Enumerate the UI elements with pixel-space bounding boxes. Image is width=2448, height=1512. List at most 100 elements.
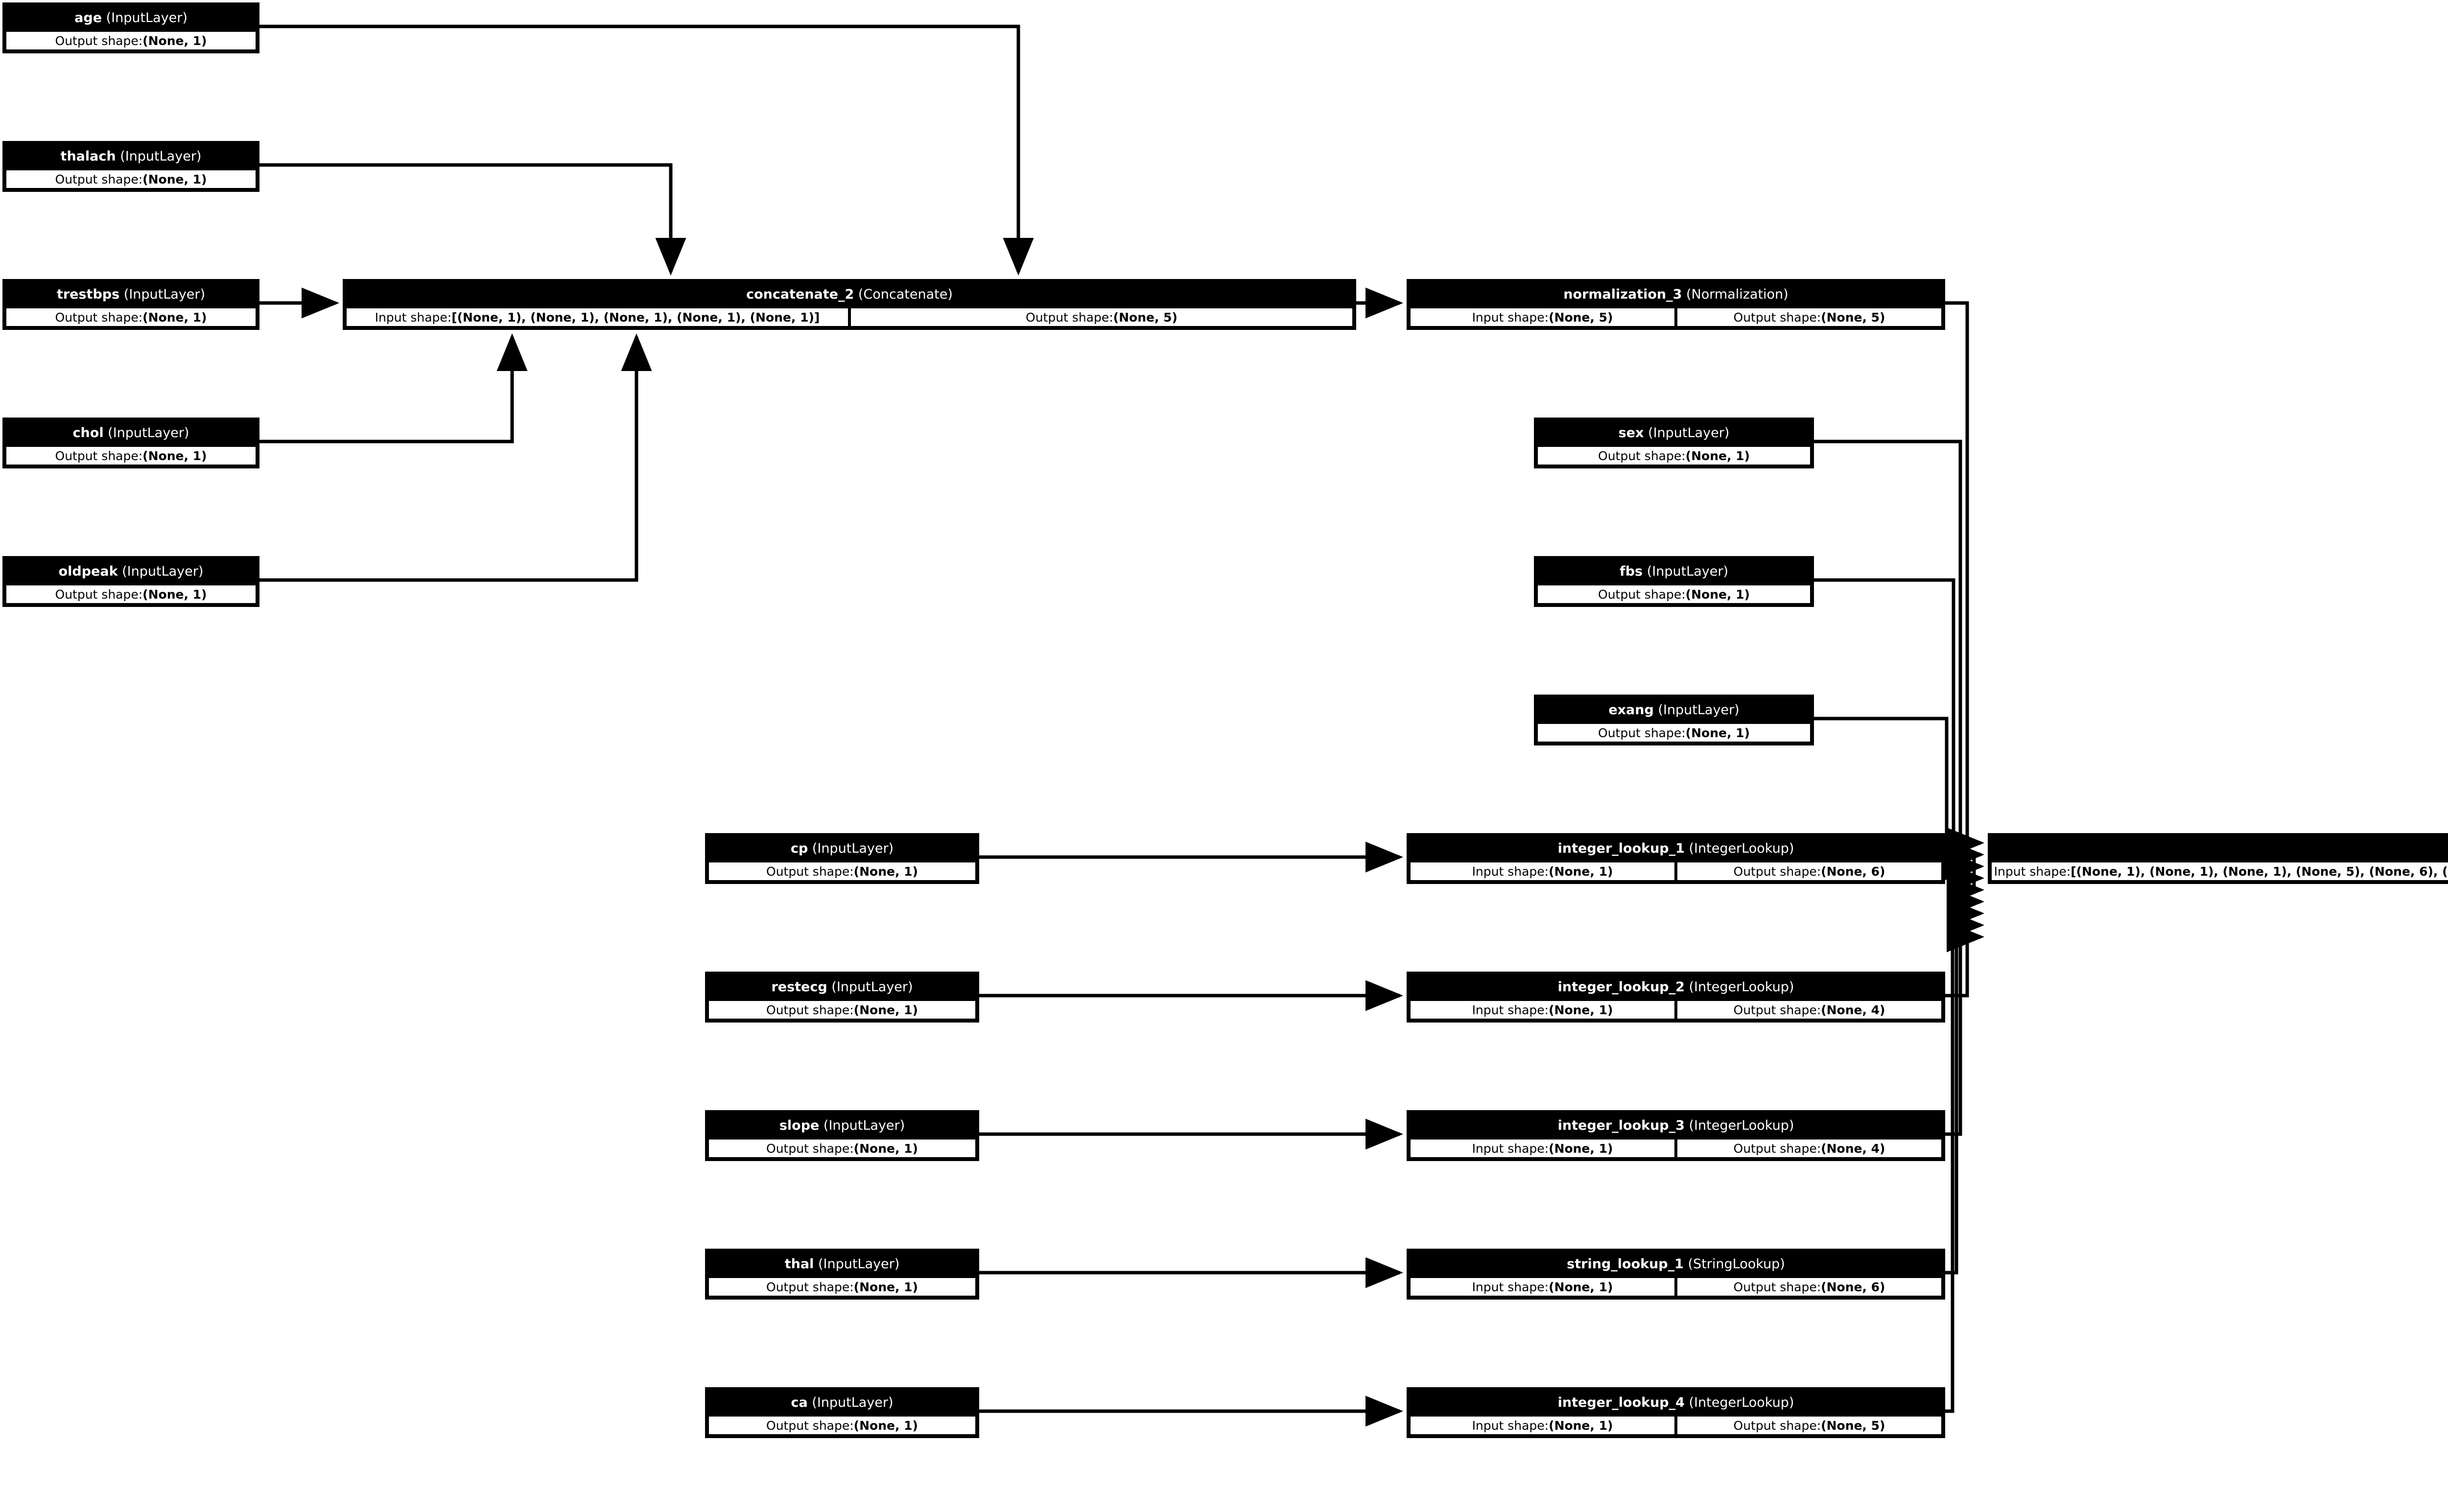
graph-node-ca[interactable]: ca (InputLayer) Output shape: (None, 1): [705, 1387, 979, 1438]
output-shape-value: (None, 1): [1685, 448, 1750, 463]
node-name-slope: slope: [779, 1117, 820, 1133]
output-shape-cell-slope: Output shape: (None, 1): [707, 1138, 977, 1159]
graph-node-exang[interactable]: exang (InputLayer) Output shape: (None, …: [1534, 695, 1814, 745]
output-shape-cell-restecg: Output shape: (None, 1): [707, 1000, 977, 1020]
node-class-trestbps: (InputLayer): [123, 286, 206, 302]
output-shape-cell-trestbps: Output shape: (None, 1): [5, 307, 257, 327]
node-name-exang: exang: [1608, 702, 1654, 718]
output-shape-value: (None, 5): [1113, 310, 1177, 325]
output-shape-label: Output shape:: [766, 1279, 854, 1294]
node-shapes: Output shape: (None, 1): [707, 861, 977, 882]
node-title-exang: exang (InputLayer): [1536, 697, 1812, 722]
graph-node-integer_lookup_3[interactable]: integer_lookup_3 (IntegerLookup) Input s…: [1407, 1110, 1945, 1161]
output-shape-label: Output shape:: [766, 1002, 854, 1017]
node-name-trestbps: trestbps: [56, 286, 120, 302]
node-class-restecg: (InputLayer): [831, 979, 913, 995]
input-shape-value: (None, 1): [1549, 1279, 1613, 1294]
graph-node-normalization_3[interactable]: normalization_3 (Normalization) Input sh…: [1407, 279, 1945, 330]
output-shape-label: Output shape:: [1733, 864, 1821, 879]
input-shape-cell-string_lookup_1: Input shape: (None, 1): [1409, 1277, 1676, 1297]
node-title-sex: sex (InputLayer): [1536, 420, 1812, 445]
node-name-integer_lookup_3: integer_lookup_3: [1557, 1117, 1685, 1133]
node-name-age: age: [74, 10, 102, 25]
node-class-ca: (InputLayer): [812, 1395, 894, 1410]
output-shape-label: Output shape:: [55, 33, 143, 48]
output-shape-cell-string_lookup_1: Output shape: (None, 6): [1676, 1277, 1943, 1297]
graph-node-restecg[interactable]: restecg (InputLayer) Output shape: (None…: [705, 972, 979, 1023]
node-name-thalach: thalach: [60, 148, 116, 164]
node-title-integer_lookup_3: integer_lookup_3 (IntegerLookup): [1409, 1113, 1943, 1138]
input-shape-cell-integer_lookup_2: Input shape: (None, 1): [1409, 1000, 1676, 1020]
node-shapes: Output shape: (None, 1): [707, 1415, 977, 1436]
node-name-string_lookup_1: string_lookup_1: [1567, 1256, 1684, 1272]
graph-node-integer_lookup_4[interactable]: integer_lookup_4 (IntegerLookup) Input s…: [1407, 1387, 1945, 1438]
output-shape-cell-oldpeak: Output shape: (None, 1): [5, 584, 257, 605]
output-shape-label: Output shape:: [1733, 1002, 1821, 1017]
node-shapes: Input shape: [(None, 1), (None, 1), (Non…: [345, 307, 1354, 327]
node-shapes: Output shape: (None, 1): [707, 1277, 977, 1297]
graph-node-fbs[interactable]: fbs (InputLayer) Output shape: (None, 1): [1534, 556, 1814, 607]
node-title-slope: slope (InputLayer): [707, 1113, 977, 1138]
graph-node-string_lookup_1[interactable]: string_lookup_1 (StringLookup) Input sha…: [1407, 1249, 1945, 1300]
graph-edge: [1945, 855, 1984, 906]
node-shapes: Output shape: (None, 1): [1536, 445, 1812, 466]
graph-node-trestbps[interactable]: trestbps (InputLayer) Output shape: (Non…: [2, 279, 259, 330]
output-shape-label: Output shape:: [1733, 310, 1821, 325]
input-shape-value: (None, 1): [1549, 1418, 1613, 1433]
graph-node-sex[interactable]: sex (InputLayer) Output shape: (None, 1): [1534, 418, 1814, 468]
node-class-integer_lookup_1: (IntegerLookup): [1689, 840, 1794, 856]
node-shapes: Output shape: (None, 1): [707, 1138, 977, 1159]
graph-node-thal[interactable]: thal (InputLayer) Output shape: (None, 1…: [705, 1249, 979, 1300]
graph-node-chol[interactable]: chol (InputLayer) Output shape: (None, 1…: [2, 418, 259, 468]
output-shape-cell-integer_lookup_1: Output shape: (None, 6): [1676, 861, 1943, 882]
node-name-thal: thal: [784, 1256, 814, 1272]
input-shape-cell-integer_lookup_1: Input shape: (None, 1): [1409, 861, 1676, 882]
node-class-thal: (InputLayer): [818, 1256, 900, 1272]
input-shape-value: (None, 1): [1549, 1002, 1613, 1017]
graph-node-concatenate_3[interactable]: concatenate_3 (Concatenate) Input shape:…: [1988, 833, 2448, 884]
graph-edge: [259, 24, 1034, 276]
input-shape-value: [(None, 1), (None, 1), (None, 1), (None,…: [2071, 864, 2448, 879]
graph-node-integer_lookup_1[interactable]: integer_lookup_1 (IntegerLookup) Input s…: [1407, 833, 1945, 884]
graph-node-age[interactable]: age (InputLayer) Output shape: (None, 1): [2, 2, 259, 53]
input-shape-label: Input shape:: [1472, 1141, 1549, 1156]
graph-node-concatenate_2[interactable]: concatenate_2 (Concatenate) Input shape:…: [343, 279, 1356, 330]
output-shape-label: Output shape:: [55, 310, 143, 325]
input-shape-value: (None, 5): [1549, 310, 1613, 325]
node-shapes: Output shape: (None, 1): [5, 307, 257, 327]
output-shape-cell-integer_lookup_4: Output shape: (None, 5): [1676, 1415, 1943, 1436]
node-shapes: Input shape: (None, 5)Output shape: (Non…: [1409, 307, 1943, 327]
node-title-cp: cp (InputLayer): [707, 836, 977, 861]
output-shape-cell-ca: Output shape: (None, 1): [707, 1415, 977, 1436]
node-class-fbs: (InputLayer): [1647, 563, 1728, 579]
graph-node-slope[interactable]: slope (InputLayer) Output shape: (None, …: [705, 1110, 979, 1161]
output-shape-value: (None, 1): [853, 1002, 918, 1017]
graph-node-cp[interactable]: cp (InputLayer) Output shape: (None, 1): [705, 833, 979, 884]
output-shape-cell-chol: Output shape: (None, 1): [5, 445, 257, 466]
output-shape-value: (None, 1): [853, 1418, 918, 1433]
output-shape-cell-age: Output shape: (None, 1): [5, 30, 257, 51]
node-title-trestbps: trestbps (InputLayer): [5, 281, 257, 307]
node-class-sex: (InputLayer): [1648, 425, 1730, 441]
node-class-age: (InputLayer): [106, 10, 188, 25]
output-shape-value: (None, 1): [1685, 725, 1750, 740]
output-shape-value: (None, 1): [142, 172, 207, 186]
output-shape-label: Output shape:: [1733, 1418, 1821, 1433]
node-name-ca: ca: [791, 1395, 808, 1410]
node-class-integer_lookup_2: (IntegerLookup): [1689, 979, 1794, 995]
node-class-chol: (InputLayer): [108, 425, 189, 441]
node-shapes: Input shape: (None, 1)Output shape: (Non…: [1409, 861, 1943, 882]
output-shape-cell-integer_lookup_3: Output shape: (None, 4): [1676, 1138, 1943, 1159]
graph-node-oldpeak[interactable]: oldpeak (InputLayer) Output shape: (None…: [2, 556, 259, 607]
node-name-integer_lookup_1: integer_lookup_1: [1557, 840, 1685, 856]
output-shape-cell-sex: Output shape: (None, 1): [1536, 445, 1812, 466]
input-shape-label: Input shape:: [1472, 1002, 1549, 1017]
node-title-integer_lookup_4: integer_lookup_4 (IntegerLookup): [1409, 1390, 1943, 1415]
node-title-fbs: fbs (InputLayer): [1536, 558, 1812, 584]
graph-edge: [1814, 440, 1984, 870]
graph-node-thalach[interactable]: thalach (InputLayer) Output shape: (None…: [2, 141, 259, 192]
graph-node-integer_lookup_2[interactable]: integer_lookup_2 (IntegerLookup) Input s…: [1407, 972, 1945, 1023]
node-title-ca: ca (InputLayer): [707, 1390, 977, 1415]
graph-edge: [1945, 301, 1984, 859]
